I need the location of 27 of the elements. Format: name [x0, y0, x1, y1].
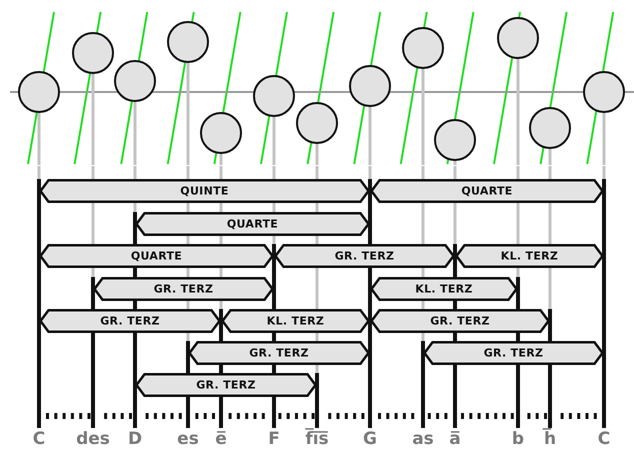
note-name: a̅	[449, 428, 461, 450]
note-name: h̅	[544, 428, 556, 450]
note-name: es	[177, 428, 199, 450]
note-name: b	[512, 428, 524, 450]
note-name: des	[76, 428, 110, 450]
edge-label: KL. TERZ	[266, 314, 324, 328]
note-name: C	[598, 428, 610, 450]
edge-label: QUARTE	[130, 250, 182, 262]
edge-label: GR. TERZ	[196, 378, 256, 392]
edge-label: KL. TERZ	[415, 282, 473, 296]
note-name: F	[268, 428, 280, 450]
note-name: D	[128, 428, 142, 450]
edge-label: KL. TERZ	[500, 250, 558, 262]
note-name: e̅	[215, 428, 227, 450]
note-name: G	[363, 428, 377, 450]
note-name: C	[32, 428, 46, 450]
note-name: f̅i̅s̅	[305, 428, 329, 450]
edge-label: GR. TERZ	[334, 250, 394, 262]
note-name: as	[412, 428, 434, 450]
edge-label: GR. TERZ	[100, 314, 160, 328]
edge-label: GR. TERZ	[430, 314, 490, 328]
edge-label: GR. TERZ	[249, 346, 309, 360]
edge-label: GR. TERZ	[154, 282, 214, 296]
edge-label: QUINTE	[180, 184, 229, 198]
edge-label: QUARTE	[461, 184, 513, 198]
edge-label: GR. TERZ	[484, 346, 544, 360]
edge-label: QUARTE	[226, 218, 278, 230]
